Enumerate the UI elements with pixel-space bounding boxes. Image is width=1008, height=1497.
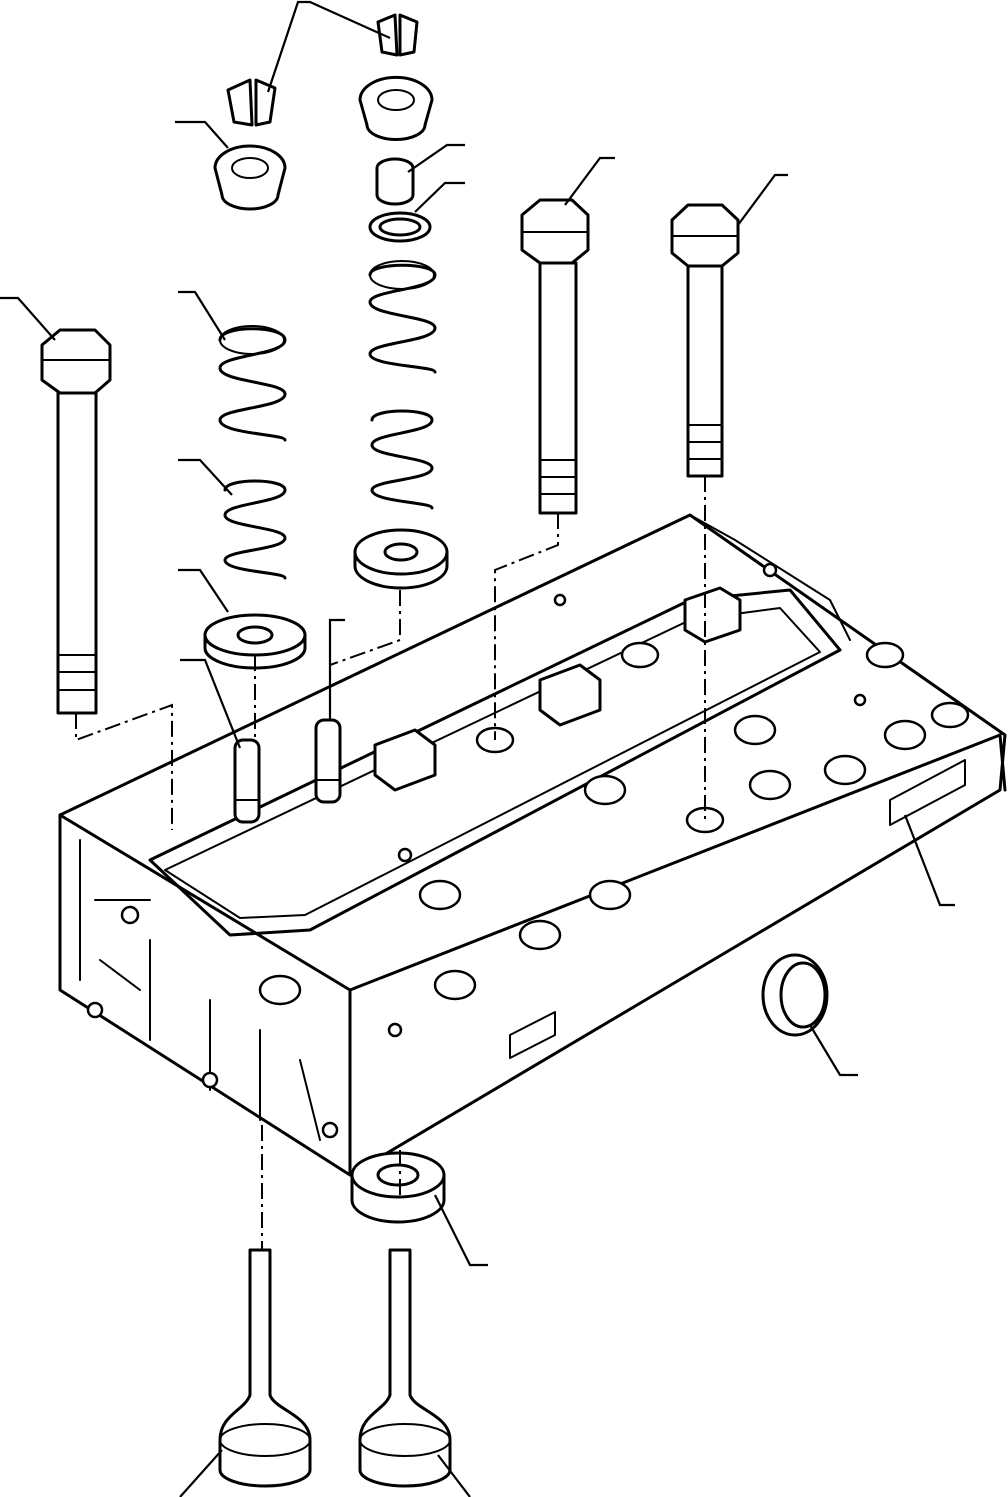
rocker-pedestal-1 [375, 730, 435, 790]
spring-retainer-left [215, 146, 285, 209]
valve-collet-pair-right [378, 15, 417, 55]
valve-guide-right [316, 720, 340, 802]
rocker-pedestal-2 [540, 665, 600, 725]
outer-valve-spring-left [220, 326, 285, 440]
valve-collet-pair-left [228, 80, 275, 125]
valve-stem-cap [377, 159, 413, 204]
valve-guide-left [235, 740, 259, 822]
bolt-hole-3 [622, 643, 658, 667]
cylinder-head-bolt-left [42, 330, 110, 713]
cylinder-head [60, 515, 1005, 1175]
outer-valve-spring-right [370, 261, 435, 372]
spring-retainer-right [360, 77, 432, 139]
spring-seat-washer-left [205, 615, 305, 668]
valve-seat-insert [352, 1153, 444, 1222]
inner-valve-spring-left [225, 481, 285, 578]
head-bore-2 [203, 1073, 217, 1087]
port-bosses [260, 643, 968, 1004]
head-bore-4 [122, 907, 138, 923]
head-bore-3 [323, 1123, 337, 1137]
spring-seat-washer-right [355, 530, 447, 588]
intake-valve [220, 1250, 310, 1486]
exhaust-valve [360, 1250, 450, 1486]
inner-valve-spring-right [372, 411, 432, 508]
callout-leaders [0, 2, 955, 1497]
cylinder-head-bolt-right [672, 205, 738, 476]
rocker-pedestal-3 [685, 588, 740, 642]
expansion-plug [763, 955, 827, 1035]
head-bore-1 [88, 1003, 102, 1017]
cylinder-head-bolt-middle [522, 200, 588, 513]
bolt-hole-2 [687, 808, 723, 832]
valve-stem-seal-ring [370, 213, 430, 241]
